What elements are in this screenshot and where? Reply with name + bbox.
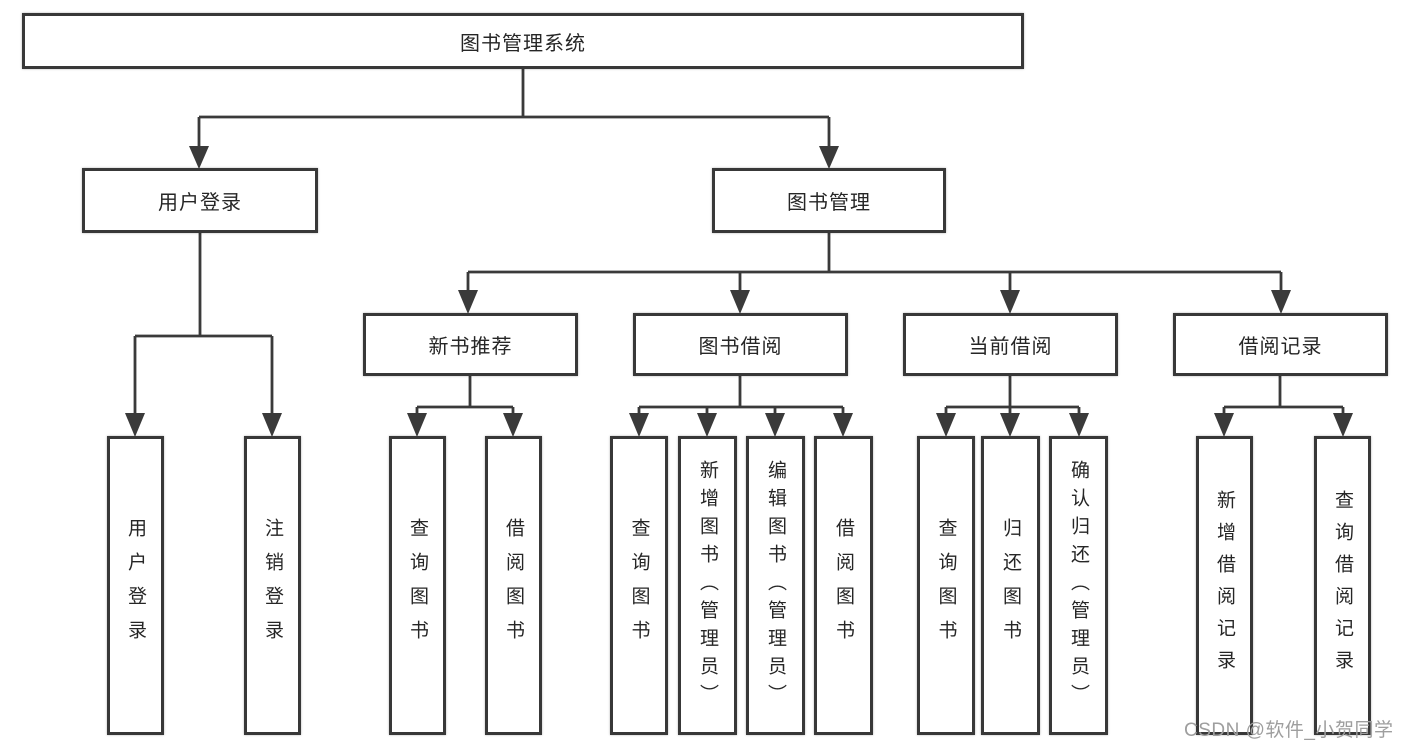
leaf-return-books: 归还图书 bbox=[981, 436, 1040, 735]
connector-management-to-level3 bbox=[458, 233, 1291, 314]
node-book-management-label: 图书管理 bbox=[787, 192, 871, 214]
arrowhead bbox=[833, 413, 853, 437]
arrowhead bbox=[1214, 413, 1234, 437]
leaf-borrow-books-label: 借阅图书 bbox=[833, 517, 854, 654]
arrowhead bbox=[1000, 413, 1020, 437]
node-book-borrow: 图书借阅 bbox=[633, 313, 848, 376]
leaf-query-borrow-record-label: 查询借阅记录 bbox=[1332, 489, 1353, 682]
leaf-add-borrow-record: 新增借阅记录 bbox=[1196, 436, 1253, 735]
node-new-book-recommend-label: 新书推荐 bbox=[428, 336, 513, 358]
csdn-watermark: CSDN @软件_小贺同学 bbox=[1184, 720, 1394, 741]
leaf-add-books-admin: 新增图书（管理员） bbox=[678, 436, 737, 735]
leaf-recommend-borrow-books: 借阅图书 bbox=[485, 436, 542, 735]
leaf-query-borrow-record: 查询借阅记录 bbox=[1314, 436, 1371, 735]
node-borrow-records-label: 借阅记录 bbox=[1238, 336, 1323, 358]
root-node-library-system: 图书管理系统 bbox=[22, 13, 1024, 69]
arrowhead bbox=[1333, 413, 1353, 437]
arrowhead bbox=[262, 413, 282, 437]
connector-root-to-level2 bbox=[189, 69, 839, 169]
node-user-login: 用户登录 bbox=[82, 168, 318, 233]
leaf-recommend-query-books-label: 查询图书 bbox=[407, 517, 428, 654]
node-borrow-records: 借阅记录 bbox=[1173, 313, 1388, 376]
root-node-label: 图书管理系统 bbox=[460, 32, 586, 55]
connector-records-leaves bbox=[1214, 376, 1353, 437]
node-book-borrow-label: 图书借阅 bbox=[698, 336, 783, 358]
arrowhead bbox=[1000, 290, 1020, 314]
connector-current-leaves bbox=[936, 376, 1089, 437]
leaf-add-books-admin-label: 新增图书（管理员） bbox=[697, 459, 718, 712]
connector-borrow-leaves bbox=[629, 376, 853, 437]
leaf-user-login-label: 用户登录 bbox=[125, 517, 146, 654]
connector-recommend-leaves bbox=[407, 376, 523, 437]
node-current-borrow: 当前借阅 bbox=[903, 313, 1118, 376]
arrowhead bbox=[765, 413, 785, 437]
connector-login-branch bbox=[125, 233, 282, 437]
leaf-user-login: 用户登录 bbox=[107, 436, 164, 735]
leaf-edit-books-admin-label: 编辑图书（管理员） bbox=[765, 459, 786, 712]
arrowhead bbox=[1271, 290, 1291, 314]
leaf-recommend-query-books: 查询图书 bbox=[389, 436, 446, 735]
leaf-current-query-books: 查询图书 bbox=[917, 436, 975, 735]
arrowhead bbox=[189, 146, 209, 169]
leaf-confirm-return-admin: 确认归还（管理员） bbox=[1049, 436, 1108, 735]
leaf-borrow-query-books: 查询图书 bbox=[610, 436, 668, 735]
leaf-return-books-label: 归还图书 bbox=[1000, 517, 1021, 654]
arrowhead bbox=[407, 413, 427, 437]
node-book-management: 图书管理 bbox=[712, 168, 946, 233]
node-current-borrow-label: 当前借阅 bbox=[968, 336, 1053, 358]
arrowhead bbox=[730, 290, 750, 314]
arrowhead bbox=[629, 413, 649, 437]
leaf-confirm-return-admin-label: 确认归还（管理员） bbox=[1068, 459, 1089, 712]
arrowhead bbox=[1069, 413, 1089, 437]
leaf-recommend-borrow-books-label: 借阅图书 bbox=[503, 517, 524, 654]
node-new-book-recommend: 新书推荐 bbox=[363, 313, 578, 376]
leaf-borrow-books: 借阅图书 bbox=[814, 436, 873, 735]
arrowhead bbox=[503, 413, 523, 437]
arrowhead bbox=[819, 146, 839, 169]
leaf-edit-books-admin: 编辑图书（管理员） bbox=[746, 436, 805, 735]
leaf-logout: 注销登录 bbox=[244, 436, 301, 735]
arrowhead bbox=[125, 413, 145, 437]
leaf-add-borrow-record-label: 新增借阅记录 bbox=[1214, 489, 1235, 682]
leaf-logout-label: 注销登录 bbox=[262, 517, 283, 654]
leaf-borrow-query-books-label: 查询图书 bbox=[628, 517, 650, 654]
node-user-login-label: 用户登录 bbox=[158, 192, 242, 214]
arrowhead bbox=[936, 413, 956, 437]
leaf-current-query-books-label: 查询图书 bbox=[935, 517, 957, 654]
arrowhead bbox=[458, 290, 478, 314]
arrowhead bbox=[697, 413, 717, 437]
